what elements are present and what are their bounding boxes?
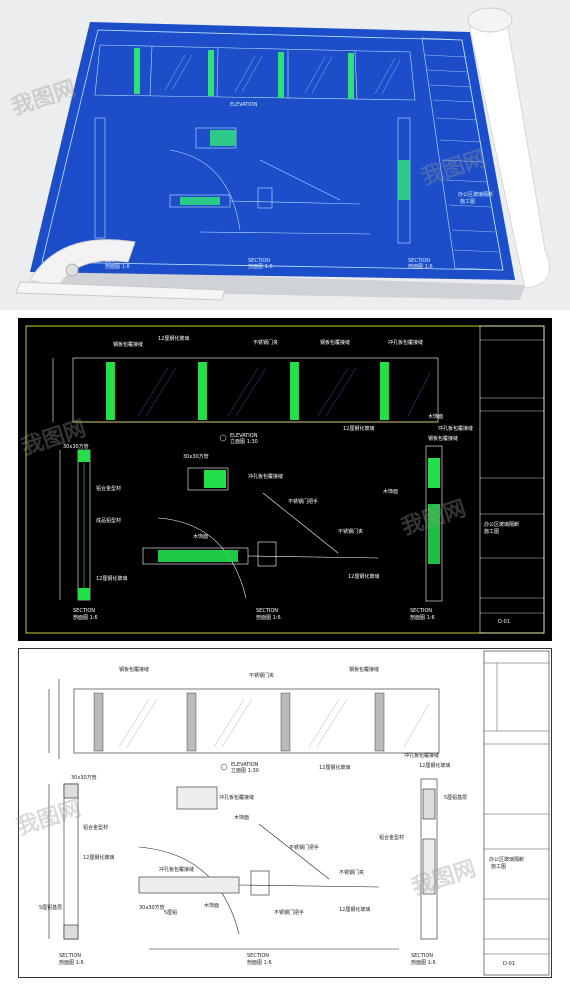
blueprint-illustration: ELEVATION SECTION 剖面图 1:6 SECTION 剖面图 1:… — [15, 7, 550, 301]
white-top-callout-2: 钢板包覆接缝 — [349, 666, 379, 673]
protractor — [15, 239, 226, 301]
blueprint-sheet — [30, 22, 515, 280]
dark-callout-5: 12厘钢化玻璃 — [343, 425, 374, 432]
dark-callout-15: 木饰面 — [193, 533, 208, 540]
white-callout-2: 12厘钢化玻璃 — [83, 854, 114, 861]
dark-tb-name: 办公区玻璃隔断 — [484, 521, 519, 528]
white-callout-9: 30x30方管 — [139, 904, 165, 911]
dark-section-mid-scale: 剖面图 1:6 — [256, 614, 281, 621]
white-callout-8: 木饰面 — [204, 902, 219, 909]
dark-callout-7: 冲孔板包覆接缝 — [438, 425, 473, 432]
dark-callout-1: 12厘钢化玻璃 — [158, 335, 189, 342]
dark-tb-code: D-01 — [498, 619, 510, 625]
white-section-right: SECTION — [411, 953, 433, 959]
white-callout-0: 30x30方管 — [71, 774, 97, 781]
white-callout-14: 5厘铝基层 — [444, 794, 467, 801]
white-elevation-title: ELEVATION — [231, 762, 259, 768]
dark-callout-2: 不锈钢门夹 — [253, 339, 278, 346]
dark-callout-14: 冲孔板包覆接缝 — [248, 473, 283, 480]
white-elevation-scale: 立面图 1:30 — [231, 767, 259, 774]
dark-callout-8: 钢板包覆接缝 — [428, 435, 458, 442]
dark-callout-3: 钢板包覆接缝 — [320, 339, 350, 346]
white-top-callout-5: 12厘钢化玻璃 — [419, 762, 450, 769]
bp-section-mid-scale: 剖面图 1:6 — [248, 263, 273, 270]
dark-section-left: SECTION — [73, 608, 95, 614]
white-callout-3: 5厘铝基层 — [39, 904, 62, 911]
bp-section-left-scale: 剖面图 1:6 — [105, 263, 130, 270]
dark-callout-10: 铝合金型材 — [96, 485, 121, 492]
dark-section-left-scale: 剖面图 1:6 — [73, 614, 98, 621]
bp-tb-sub: 施工图 — [460, 198, 475, 205]
white-cad-panel: 钢板包覆接缝 不锈钢门夹 钢板包覆接缝 冲孔板包覆接缝 12厘钢化玻璃 12厘钢… — [18, 648, 552, 978]
dark-callout-12: 12厘钢化玻璃 — [96, 575, 127, 582]
white-top-callout-0: 钢板包覆接缝 — [119, 666, 149, 673]
dark-callout-19: 木饰面 — [383, 488, 398, 495]
white-callout-10: 5厘铝 — [164, 909, 177, 916]
blueprint-panel: ELEVATION SECTION 剖面图 1:6 SECTION 剖面图 1:… — [0, 0, 570, 310]
white-callout-11: 不锈钢门夹 — [339, 869, 364, 876]
dark-tb-sub: 施工图 — [484, 528, 499, 535]
dark-section-right-scale: 剖面图 1:6 — [410, 614, 435, 621]
white-tb-sub: 施工图 — [491, 863, 506, 870]
dark-callout-9: 30x30方管 — [63, 443, 89, 450]
dark-callout-17: 不锈钢门夹 — [338, 528, 363, 535]
white-section-left-scale: 剖面图 1:6 — [59, 959, 84, 966]
white-callout-12: 12厘钢化玻璃 — [339, 906, 370, 913]
white-tb-code: D-01 — [503, 961, 515, 967]
white-top-callout-1: 不锈钢门夹 — [249, 672, 274, 679]
dark-section-right: SECTION — [410, 608, 432, 614]
white-callout-6: 不锈钢门把手 — [289, 844, 319, 851]
white-section-left: SECTION — [59, 953, 81, 959]
white-tb-name: 办公区玻璃隔断 — [489, 856, 524, 863]
white-top-callout-3: 冲孔板包覆接缝 — [404, 752, 439, 759]
white-callout-7: 冲孔板包覆接缝 — [159, 866, 194, 873]
white-top-callout-4: 12厘钢化玻璃 — [319, 764, 350, 771]
dark-callout-16: 不锈钢门把手 — [288, 498, 318, 505]
dark-elevation-title: ELEVATION — [230, 433, 258, 439]
bp-section-right-scale: 剖面图 1:6 — [408, 263, 433, 270]
white-section-mid: SECTION — [247, 953, 269, 959]
white-callout-1: 铝合金型材 — [83, 824, 108, 831]
white-callout-5: 木饰面 — [234, 814, 249, 821]
dark-cad-drawing: 钢板包覆接缝 12厘钢化玻璃 不锈钢门夹 钢板包覆接缝 冲孔板包覆接缝 12厘钢… — [25, 325, 545, 634]
white-callout-4: 冲孔板包覆接缝 — [219, 794, 254, 801]
white-callout-15: 铝合金型材 — [379, 834, 404, 841]
bp-section-mid: SECTION — [248, 258, 270, 264]
dark-callout-13: 30x30方管 — [183, 453, 209, 460]
bp-tb-name: 办公区玻璃隔断 — [458, 191, 493, 198]
bp-elevation-label: ELEVATION — [230, 102, 258, 108]
bp-section-right: SECTION — [408, 258, 430, 264]
dark-callout-18: 12厘钢化玻璃 — [348, 573, 379, 580]
white-section-mid-scale: 剖面图 1:6 — [247, 959, 272, 966]
dark-callout-6: 木饰面 — [428, 413, 443, 420]
dark-callout-11: 成品铝型材 — [96, 517, 121, 524]
dark-callout-4: 冲孔板包覆接缝 — [388, 339, 423, 346]
white-cad-drawing: 钢板包覆接缝 不锈钢门夹 钢板包覆接缝 冲孔板包覆接缝 12厘钢化玻璃 12厘钢… — [39, 650, 550, 976]
dark-elevation-scale: 立面图 1:30 — [230, 438, 258, 445]
white-callout-13: 不锈钢门把手 — [274, 909, 304, 916]
dark-cad-panel: 钢板包覆接缝 12厘钢化玻璃 不锈钢门夹 钢板包覆接缝 冲孔板包覆接缝 12厘钢… — [18, 318, 552, 641]
white-section-right-scale: 剖面图 1:6 — [411, 959, 436, 966]
dark-callout-0: 钢板包覆接缝 — [113, 341, 143, 348]
dark-section-mid: SECTION — [256, 608, 278, 614]
